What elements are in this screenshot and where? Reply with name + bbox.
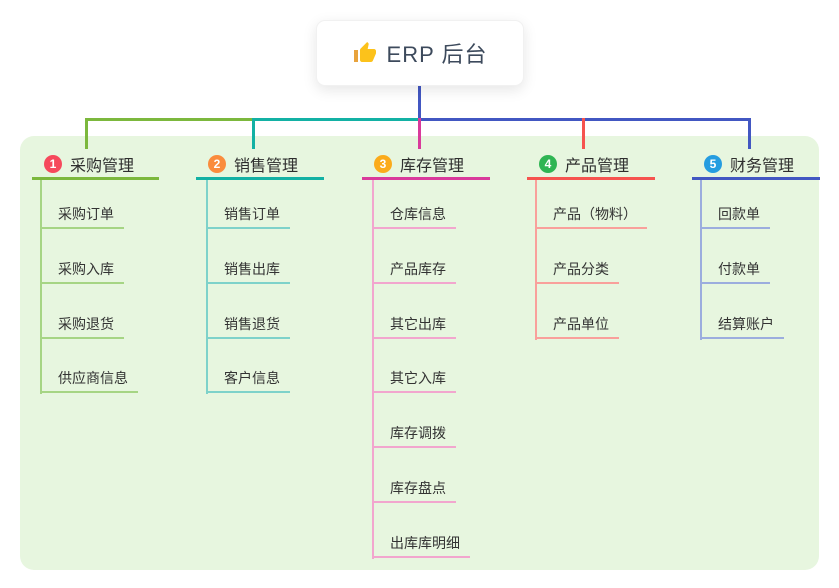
child-node[interactable]: 采购入库 [40, 256, 124, 284]
child-label: 其它入库 [390, 370, 446, 387]
branch-drop-line [581, 118, 585, 149]
child-label: 采购订单 [58, 206, 114, 222]
child-label: 销售退货 [224, 315, 280, 332]
root-node[interactable]: ERP 后台 [316, 20, 524, 86]
child-label: 采购退货 [58, 315, 114, 332]
child-label: 采购入库 [58, 260, 114, 277]
branch-spine-line [40, 179, 42, 395]
child-label: 其它出库 [390, 315, 446, 332]
child-node[interactable]: 销售出库 [206, 256, 290, 284]
branches-panel [20, 136, 819, 570]
child-node[interactable]: 采购订单 [40, 201, 124, 229]
child-node[interactable]: 库存盘点 [372, 475, 456, 503]
branch-number-badge: 5 [704, 154, 722, 173]
child-label: 出库库明细 [390, 534, 460, 551]
branch-drop-line [417, 118, 421, 149]
branch-label: 采购管理 [70, 157, 135, 175]
child-label: 结算账户 [718, 315, 774, 332]
branch-node-1[interactable]: 1 采购管理 [32, 150, 159, 180]
branch-drop-line [85, 118, 88, 149]
child-node[interactable]: 产品单位 [535, 311, 619, 339]
child-node[interactable]: 产品（物料） [535, 201, 647, 229]
bus-line-segment [252, 118, 420, 121]
bus-line-segment [85, 118, 255, 121]
child-node[interactable]: 仓库信息 [372, 201, 456, 229]
bus-line-segment [419, 118, 751, 121]
root-label: ERP 后台 [386, 42, 488, 67]
root-stem-line [417, 84, 421, 121]
child-node[interactable]: 产品库存 [372, 256, 456, 284]
child-node[interactable]: 销售退货 [206, 311, 290, 339]
child-label: 仓库信息 [390, 206, 446, 222]
child-label: 销售出库 [224, 260, 280, 277]
child-node[interactable]: 供应商信息 [40, 365, 138, 394]
child-node[interactable]: 出库库明细 [372, 530, 470, 558]
branch-spine-line [535, 179, 537, 340]
branch-number-badge: 2 [208, 154, 226, 173]
child-label: 回款单 [718, 206, 760, 222]
branch-spine-line [206, 179, 208, 395]
child-label: 库存调拨 [390, 425, 446, 442]
branch-label: 产品管理 [565, 157, 630, 175]
branch-node-3[interactable]: 3 库存管理 [362, 150, 490, 180]
branch-number-badge: 4 [539, 154, 557, 173]
branch-node-4[interactable]: 4 产品管理 [527, 150, 655, 180]
child-node[interactable]: 采购退货 [40, 311, 124, 339]
branch-drop-line [252, 118, 255, 149]
child-node[interactable]: 其它入库 [372, 365, 456, 394]
child-node[interactable]: 销售订单 [206, 201, 290, 229]
child-label: 产品单位 [553, 315, 609, 332]
child-node[interactable]: 其它出库 [372, 311, 456, 339]
child-label: 库存盘点 [390, 480, 446, 496]
branch-number-badge: 1 [44, 154, 62, 173]
branch-number-badge: 3 [374, 154, 392, 173]
child-label: 付款单 [718, 260, 760, 277]
branch-label: 销售管理 [234, 157, 299, 175]
child-label: 销售订单 [224, 206, 280, 222]
child-node[interactable]: 库存调拨 [372, 420, 456, 449]
child-label: 供应商信息 [58, 370, 128, 387]
child-node[interactable]: 客户信息 [206, 365, 290, 394]
branch-spine-line [372, 179, 374, 559]
thumbs-up-icon [353, 41, 377, 65]
branch-label: 库存管理 [400, 157, 465, 175]
branch-drop-line [747, 118, 751, 149]
child-label: 产品分类 [553, 260, 609, 277]
branch-label: 财务管理 [730, 157, 795, 175]
child-label: 产品库存 [390, 260, 446, 277]
child-label: 客户信息 [224, 370, 280, 387]
child-node[interactable]: 结算账户 [700, 311, 784, 339]
branch-spine-line [700, 179, 702, 340]
branch-node-2[interactable]: 2 销售管理 [196, 150, 324, 180]
child-node[interactable]: 回款单 [700, 201, 770, 229]
child-label: 产品（物料） [553, 206, 637, 222]
branch-node-5[interactable]: 5 财务管理 [692, 150, 820, 180]
child-node[interactable]: 付款单 [700, 256, 770, 284]
child-node[interactable]: 产品分类 [535, 256, 619, 284]
